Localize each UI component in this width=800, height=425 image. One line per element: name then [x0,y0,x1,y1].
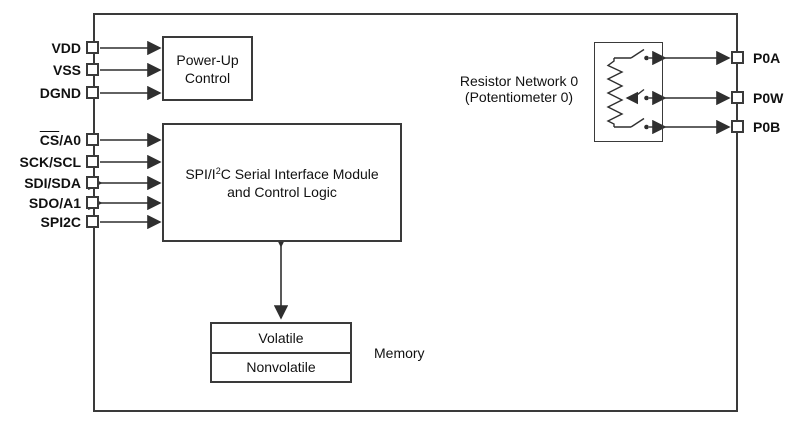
resistor-zigzag-icon [606,58,624,127]
serial-interface-label-post: C Serial Interface Module [220,165,379,182]
pin-label-p0a: P0A [753,50,781,66]
resistor-network-label-line1: Resistor Network 0 [459,73,579,89]
power-up-control-label-line1: Power-Up [176,51,239,68]
pin-label-p0b: P0B [753,119,781,135]
pin-label-cs-rest: /A0 [59,132,81,148]
pin-label-dgnd: DGND [39,85,81,101]
power-up-control-box: Power-Up Control [162,36,253,101]
resistor-network-box [594,42,663,142]
switch-b-icon [614,117,663,128]
serial-interface-box: SPI/I2C Serial Interface Module and Cont… [162,123,402,242]
pin-label-sck-scl: SCK/SCL [19,154,81,170]
serial-interface-label-sup: 2 [215,165,221,176]
switch-w-icon [632,88,663,99]
pin-label-spi2c: SPI2C [40,214,81,230]
pin-label-vss: VSS [52,62,81,78]
switch-a-contact-dot [644,55,649,61]
pin-box-p0w [731,91,744,104]
resistor-network-label: Resistor Network 0 (Potentiometer 0) [434,73,604,105]
pin-label-cs-overline: CS [39,132,60,148]
switch-b-contact-dot [644,124,649,130]
memory-box: Volatile Nonvolatile [210,322,352,383]
serial-interface-label-line1: SPI/I2C Serial Interface Module [185,165,378,183]
serial-interface-label-line2: and Control Logic [227,183,337,200]
pin-label-vdd: VDD [51,40,81,56]
memory-volatile-cell: Volatile [258,329,304,346]
pin-label-p0w: P0W [753,90,784,106]
pin-box-vss [86,63,99,76]
power-up-control-label-line2: Control [184,69,231,86]
pin-box-vdd [86,41,99,54]
switch-w-contact-dot [644,95,649,101]
pin-box-sck-scl [86,155,99,168]
pin-box-sdo-a1 [86,196,99,209]
pin-box-spi2c [86,215,99,228]
pin-label-cs-a0: CS/A0 [0,132,81,148]
switch-a-icon [614,48,663,59]
chip-boundary [93,13,738,412]
memory-label: Memory [374,345,425,361]
pin-box-dgnd [86,86,99,99]
pin-box-p0b [731,120,744,133]
pin-box-sdi-sda [86,176,99,189]
pin-box-p0a [731,51,744,64]
memory-nonvolatile-cell: Nonvolatile [212,351,350,382]
pin-label-sdo-a1: SDO/A1 [28,195,81,211]
serial-interface-label-pre: SPI/I [185,165,216,182]
resistor-network-label-line2: (Potentiometer 0) [464,89,574,105]
pin-label-sdi-sda: SDI/SDA [24,175,81,191]
pin-box-cs-a0 [86,133,99,146]
